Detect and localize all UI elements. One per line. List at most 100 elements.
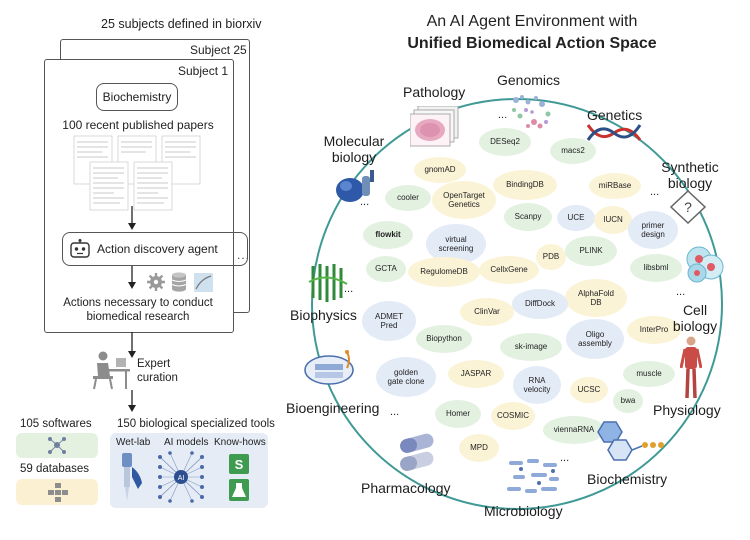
tool-chip-label: Homer xyxy=(445,409,470,419)
tool-chip-muscle: muscle xyxy=(623,361,675,387)
tool-chip-label: Oligo assembly xyxy=(578,329,612,348)
knowhow-icons: S xyxy=(229,454,249,501)
tool-chip-iucn: IUCN xyxy=(594,206,632,234)
domain-biophysics: Biophysics xyxy=(290,307,357,323)
cell-cluster-icon xyxy=(686,246,724,283)
tool-chip-label: OpenTarget Genetics xyxy=(443,190,485,209)
category-ai-models: AI models xyxy=(164,437,209,448)
subject-card-back-label: Subject 25 xyxy=(190,43,247,57)
tool-chip-admet: ADMET Pred xyxy=(362,301,416,341)
tool-chip-label: flowkit xyxy=(375,230,401,240)
domain-molecular-biology: Molecular biology xyxy=(314,133,394,165)
tool-chip-pdb: PDB xyxy=(536,244,566,270)
domain-pharmacology: Pharmacology xyxy=(361,480,451,496)
tool-chip-mpd: MPD xyxy=(459,434,499,462)
subjects-header: 25 subjects defined in biorxiv xyxy=(101,17,262,31)
tool-chip-label: UCE xyxy=(567,213,585,223)
tool-chip-label: JASPAR xyxy=(460,369,492,379)
subject-card-front-label: Subject 1 xyxy=(178,64,229,78)
specialized-tools-box: Wet-lab AI models Know-hows AI xyxy=(110,433,268,508)
tool-chip-cosmic: COSMIC xyxy=(491,402,535,430)
biophysics-dots: ... xyxy=(344,283,354,295)
genomics-heatmap-icon xyxy=(512,95,551,129)
tool-chip-label: bwa xyxy=(620,396,636,406)
tool-chip-viennarna: viennaRNA xyxy=(543,416,605,444)
subject-name: Biochemistry xyxy=(102,90,172,104)
tool-chip-label: sk-image xyxy=(514,342,548,352)
tool-chip-label: COSMIC xyxy=(497,411,529,421)
category-wetlab: Wet-lab xyxy=(116,437,151,448)
tool-chip-label: virtual screening xyxy=(438,234,474,253)
tool-chip-alphafold: AlphaFold DB xyxy=(565,279,627,317)
microbiology-dots: ... xyxy=(560,452,570,464)
tool-chip-homer: Homer xyxy=(435,400,481,428)
agent-label: Action discovery agent xyxy=(97,242,218,256)
tool-chip-label: IUCN xyxy=(603,215,623,225)
database-grid-icon xyxy=(48,483,68,502)
tool-chip-rnavel: RNA velocity xyxy=(513,366,561,404)
tool-chip-clinvar: ClinVar xyxy=(460,298,514,326)
neural-network-icon: AI xyxy=(158,451,204,503)
tool-chip-libsbml: libsbml xyxy=(630,254,682,282)
bioengineering-dots: ... xyxy=(390,406,400,418)
tool-chip-label: MPD xyxy=(470,443,488,453)
arrow-to-curation xyxy=(128,332,136,358)
domain-pathology: Pathology xyxy=(403,84,466,100)
tool-chip-label: BindingDB xyxy=(506,180,544,190)
tool-chip-bindingdb: BindingDB xyxy=(493,170,557,200)
tool-chip-label: RNA velocity xyxy=(523,375,551,394)
pill-capsules-icon xyxy=(400,433,434,471)
domain-genetics: Genetics xyxy=(587,107,643,123)
tool-chip-diffdock: DiffDock xyxy=(512,289,568,319)
document-icon xyxy=(229,454,249,474)
tool-chip-gcta: GCTA xyxy=(366,256,406,282)
pathology-slides-icon xyxy=(410,106,459,147)
tool-chip-label: gnomAD xyxy=(424,165,456,175)
tool-chip-primer: primer design xyxy=(628,211,678,249)
molecular-dots: ... xyxy=(360,196,370,208)
domain-molecular-line2: biology xyxy=(331,149,377,166)
papers-label: 100 recent published papers xyxy=(62,118,214,132)
tool-chip-cellxgene: CellxGene xyxy=(479,256,539,284)
tool-chip-label: libsbml xyxy=(643,263,669,273)
softwares-box xyxy=(16,433,98,458)
tool-chip-label: CellxGene xyxy=(490,265,528,275)
domain-cell-line2: biology xyxy=(672,318,718,335)
genomics-dots: ... xyxy=(498,109,508,121)
domain-synthetic-line1: Synthetic xyxy=(661,159,719,175)
microbes-icon xyxy=(507,459,559,493)
svg-text:?: ? xyxy=(684,199,692,215)
chart-icon xyxy=(194,273,213,292)
question-box-icon: ? xyxy=(670,190,706,224)
tool-chip-uce: UCE xyxy=(557,205,595,231)
curation-line1: Expert xyxy=(137,358,171,370)
tool-chip-cooler: cooler xyxy=(385,185,431,211)
tool-chip-label: primer design xyxy=(641,220,665,239)
tool-chip-label: cooler xyxy=(397,193,419,203)
tool-chip-label: PLINK xyxy=(579,246,603,256)
tool-chip-golden: golden gate clone xyxy=(376,357,436,397)
arrow-to-agent xyxy=(128,206,136,230)
cell-dots: ... xyxy=(676,286,686,298)
tool-chip-macs2: macs2 xyxy=(550,138,596,164)
tool-chip-label: golden gate clone xyxy=(387,367,425,386)
actions-label-line1: Actions necessary to conduct xyxy=(63,297,213,309)
title-line2: Unified Biomedical Action Space xyxy=(407,35,657,52)
tool-chip-label: RegulomeDB xyxy=(420,267,468,277)
tool-chip-label: ADMET Pred xyxy=(375,311,403,330)
curation-line2: curation xyxy=(137,372,178,384)
protein-structure-icon xyxy=(308,264,348,302)
tool-chip-interpro: InterPro xyxy=(627,316,681,344)
tool-chip-plink: PLINK xyxy=(565,236,617,266)
robot-icon xyxy=(70,239,90,258)
synthetic-dots: ... xyxy=(650,186,660,198)
protein-machine-icon xyxy=(336,170,374,202)
domain-synthetic-line2: biology xyxy=(667,175,713,192)
tool-chip-flowkit: flowkit xyxy=(363,221,413,249)
ai-chip-label: AI xyxy=(178,475,185,482)
tool-chip-regulomedb: RegulomeDB xyxy=(408,257,480,287)
plasmid-bioengineering-icon xyxy=(304,350,354,385)
domain-synthetic-biology: Synthetic biology xyxy=(655,159,725,191)
arrow-to-tools xyxy=(128,390,136,412)
